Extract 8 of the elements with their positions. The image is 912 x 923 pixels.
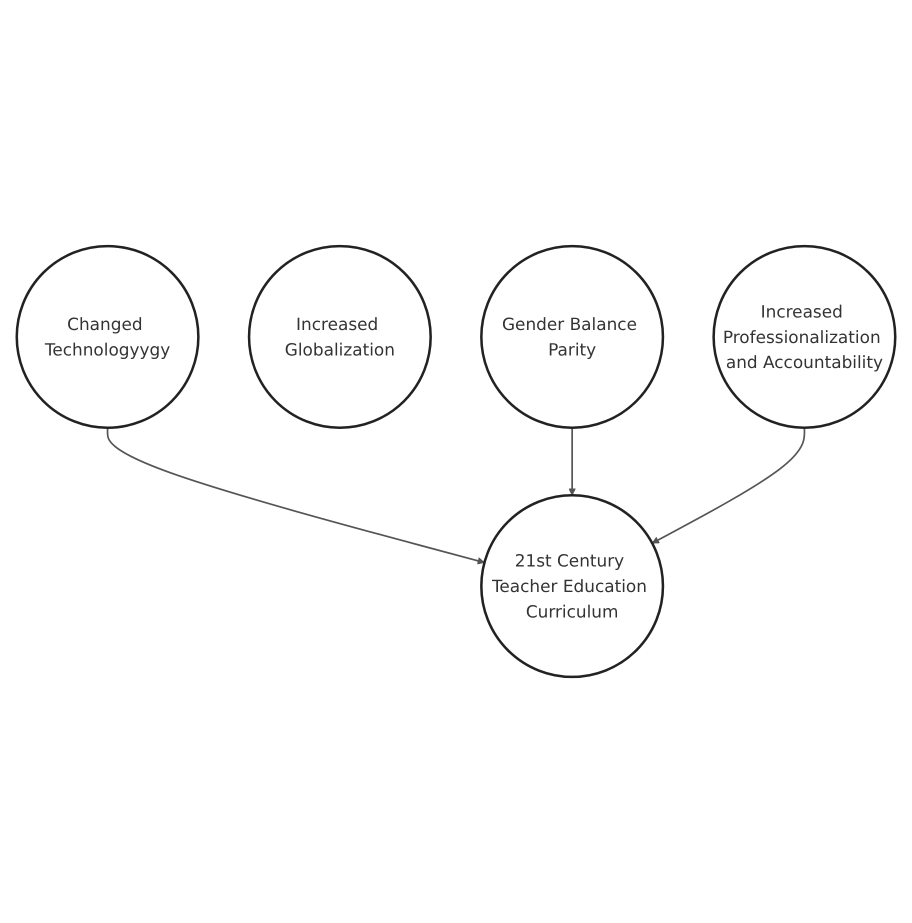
arrow (652, 428, 806, 544)
arrow (568, 428, 576, 496)
arrow (106, 428, 485, 564)
node-circle: Gender Balance Parity (480, 244, 664, 429)
node-circle: Increased Globalization (248, 244, 432, 429)
node-circle: 21st Century Teacher Education Curriculum (480, 494, 664, 678)
node-circle: Increased Professionalization and Accountability (712, 244, 896, 429)
node-circle: Changed Technologyygy (16, 244, 200, 429)
